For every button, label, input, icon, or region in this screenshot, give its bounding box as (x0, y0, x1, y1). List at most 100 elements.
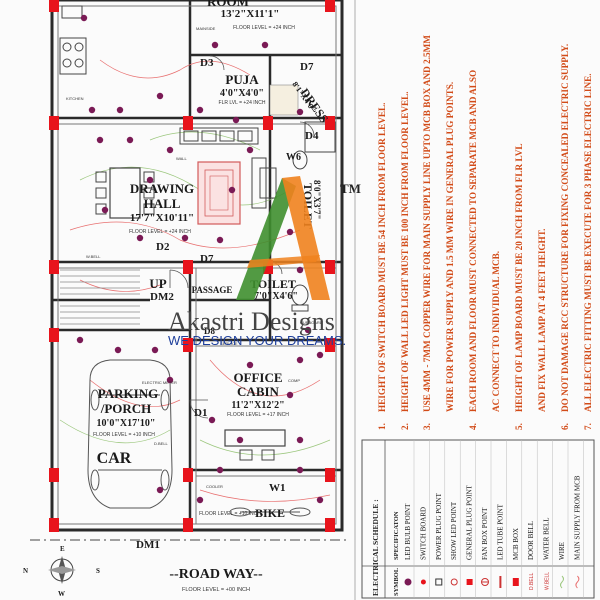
schedule-symbol-header: SYMBOL (393, 567, 400, 596)
led-point-10 (181, 234, 189, 242)
toilet-lower-name: TOILET (250, 277, 296, 291)
led-point-25 (76, 336, 84, 344)
up-name: UP (149, 276, 166, 291)
note-number-2: 2. (400, 423, 410, 430)
drawing-floor: FLOOR LEVEL = +24 INCH (129, 229, 191, 235)
schedule-label-3: POWER PLUG POINT (435, 492, 443, 560)
compass-e: E (60, 545, 65, 553)
akastri-watermark: TM Akastri Designs WE DESIGN YOUR DREAMS… (168, 176, 361, 348)
column-12 (325, 0, 335, 12)
column-2 (49, 116, 59, 130)
schedule-label-9: DOOR BELL (527, 521, 535, 560)
bulb-dot-icon (404, 578, 412, 586)
general-plug-icon (466, 579, 473, 585)
note-line-4: WIRE FOR POWER SUPPLY AND 1.5 MM WIRE IN… (445, 82, 455, 412)
puja-dim: 4'0"X4'0" (220, 88, 264, 99)
column-17 (325, 518, 335, 532)
schedule-label-4: SHOW LED POINT (450, 501, 458, 560)
compass-w: W (58, 590, 65, 598)
column-14 (325, 260, 335, 274)
schedule-label-10: WATER BELL (543, 517, 551, 560)
drawing-name2: HALL (144, 196, 181, 211)
door-d2: D2 (156, 241, 170, 253)
led-point-22 (216, 466, 224, 474)
main-supply-icon (575, 575, 580, 589)
note-line-5: EACH ROOM AND FLOOR MUST CONNECTED TO SE… (468, 70, 478, 412)
logo-brand: Akastri Designs (168, 307, 335, 336)
led-point-2 (116, 106, 124, 114)
toilet-lower-dim: 7'0"X4'6" (254, 291, 298, 302)
office-floor: FLOOR LEVEL = +17 INCH (227, 412, 289, 418)
led-point-14 (296, 266, 304, 274)
led-point-37 (196, 496, 204, 504)
led-point-33 (211, 41, 219, 49)
door-d4: D4 (305, 130, 319, 142)
column-9 (183, 338, 193, 352)
column-16 (325, 468, 335, 482)
drawing-dim: 17'7"X10'11" (130, 212, 194, 224)
note-line-3: USE 4MM - 7MM COPPER WIRE FOR MAIN SUPPL… (422, 35, 432, 412)
column-6 (49, 518, 59, 532)
led-point-31 (196, 106, 204, 114)
schedule-label-7: LED TUBE POINT (496, 503, 504, 560)
column-13 (325, 116, 335, 130)
schedule-label-1: LED BULB POINT (404, 503, 412, 560)
compass: E N S W (23, 545, 100, 598)
column-1 (49, 0, 59, 12)
fan-box-icon (481, 578, 489, 586)
column-5 (49, 468, 59, 482)
door-d1: D1 (194, 407, 207, 419)
led-point-9 (136, 234, 144, 242)
parking-name: PARKING (98, 386, 158, 401)
car-name: CAR (97, 450, 132, 467)
door-dm1: DM1 (136, 539, 160, 551)
led-point-20 (296, 436, 304, 444)
note-line-8: AND FIX WALL LAMP AT 4 FEET HEIGHT. (537, 229, 547, 412)
staircase (60, 269, 140, 325)
mcb-box-icon (512, 578, 519, 586)
room-top-floor: FLOOR LEVEL = +24 INCH (233, 25, 295, 31)
logo-tagline: WE DESIGN YOUR DREAMS. (168, 333, 346, 348)
schedule-rows: LED BULB POINT SWITCH BOARD POWER PLUG POI… (404, 440, 584, 598)
door-d7-top: D7 (300, 61, 314, 73)
puja-floor: FLR LVL = +24 INCH (219, 100, 266, 106)
schedule-title: ELECTRICAL SCHEDULE : (371, 499, 380, 596)
compass-s: S (96, 567, 100, 575)
bike-name: BIKE (255, 506, 285, 520)
led-point-4 (96, 136, 104, 144)
led-point-32 (261, 41, 269, 49)
schedule-label-8: MCB BOX (512, 528, 520, 560)
drawing-name: DRAWING (130, 181, 194, 196)
dbell-label: D.BELL (154, 441, 169, 446)
schedule-border (361, 439, 595, 599)
note-line-1: HEIGHT OF SWITCH BOARD MUST BE 54 INCH F… (377, 103, 387, 412)
led-point-24 (156, 486, 164, 494)
electrical-points (76, 14, 324, 504)
note-number-7: 7. (583, 423, 593, 430)
window-w6: W6 (286, 152, 301, 163)
schedule-label-5: GENERAL PLUG POINT (466, 484, 474, 560)
window-w1: W1 (269, 482, 286, 494)
car-outline (87, 359, 173, 509)
structural-columns (49, 0, 335, 532)
door-d7-mid: D7 (200, 253, 214, 265)
led-point-6 (166, 146, 174, 154)
note-line-2: HEIGHT OF WALL LED LIGHT MUST BE 100 INC… (400, 91, 410, 412)
led-point-8 (101, 206, 109, 214)
passage-name: PASSAGE (192, 285, 233, 295)
schedule-label-2: SWITCH BOARD (419, 507, 427, 560)
door-d8: D8 (204, 326, 215, 336)
door-d3: D3 (200, 57, 214, 69)
parking-dim: 10'0"X17'10" (97, 418, 156, 429)
schedule-spec-header: SPECIFICATON (393, 511, 400, 560)
office-name: OFFICE (233, 370, 282, 385)
puja-platform (269, 84, 299, 116)
kitchen-label: KITCHEN (66, 96, 84, 101)
led-point-35 (80, 14, 88, 22)
led-point-1 (88, 106, 96, 114)
electrical-schedule: ELECTRICAL SCHEDULE : SYMBOL SPECIFICATO… (361, 439, 595, 599)
note-number-3: 3. (422, 423, 432, 430)
dining-table (95, 167, 155, 219)
